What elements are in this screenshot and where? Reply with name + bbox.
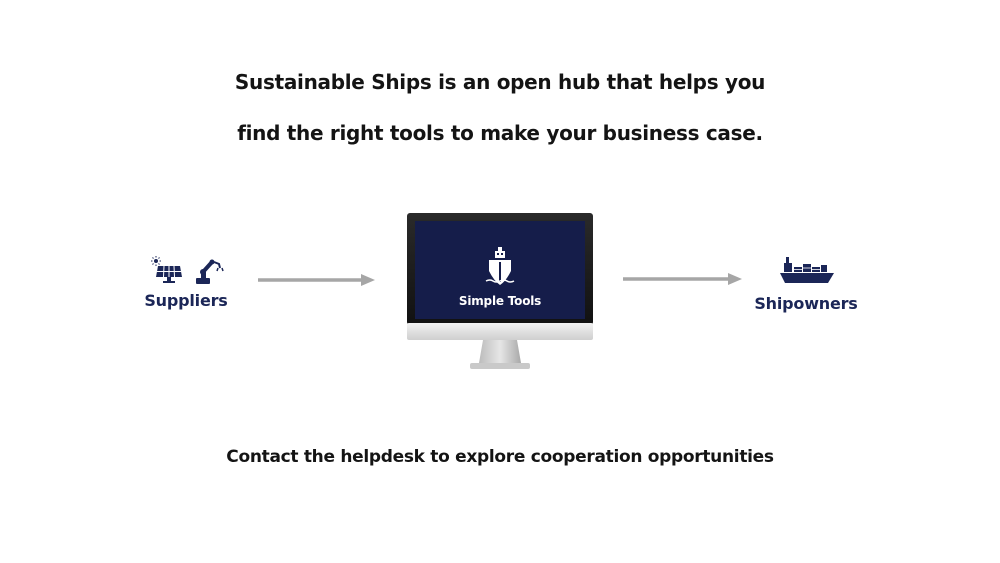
monitor bbox=[407, 213, 593, 369]
shipowners-label: Shipowners bbox=[754, 294, 858, 313]
cargo-ship-icon bbox=[780, 257, 834, 283]
robot-arm-icon bbox=[196, 259, 224, 284]
headline-line-1: Sustainable Ships is an open hub that he… bbox=[234, 70, 766, 94]
arrow-suppliers-to-tools bbox=[258, 274, 375, 286]
ship-bow-icon bbox=[485, 247, 515, 285]
suppliers-label: Suppliers bbox=[144, 291, 228, 310]
solar-panel-icon bbox=[151, 256, 182, 283]
arrow-tools-to-shipowners bbox=[623, 273, 742, 285]
simple-tools-label: Simple Tools bbox=[458, 294, 542, 308]
headline-line-2: find the right tools to make your busine… bbox=[237, 121, 763, 145]
contact-helpdesk-text: Contact the helpdesk to explore cooperat… bbox=[226, 447, 774, 467]
